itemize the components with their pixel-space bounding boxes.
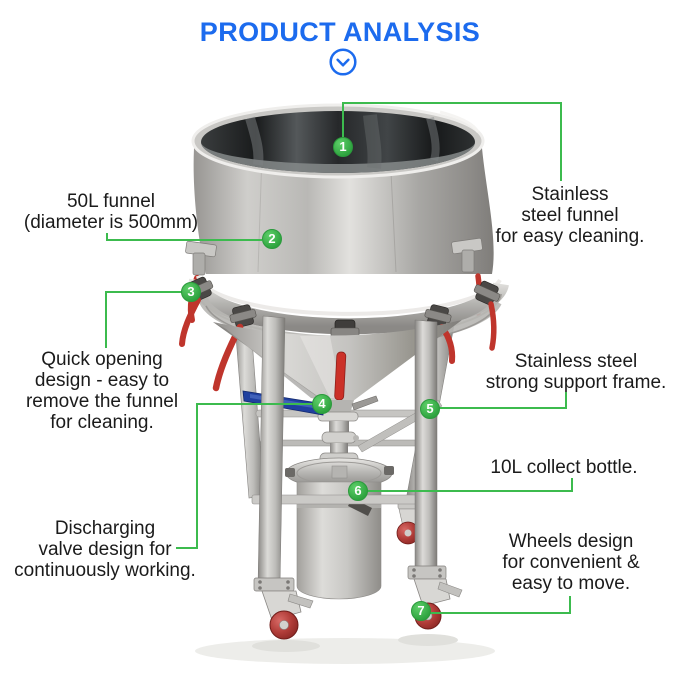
collect-bottle [285, 457, 394, 600]
front-left-caster [253, 577, 314, 640]
callout-label-5: Stainless steel strong support frame. [485, 351, 667, 393]
front-left-leg [257, 315, 286, 586]
chevron-down-circle-icon [328, 47, 358, 77]
callout-label-1: Stainless steel funnel for easy cleaning… [495, 184, 645, 247]
callout-label-3: Quick opening design - easy to remove th… [25, 349, 179, 433]
badge-3: 3 [181, 282, 201, 302]
badge-7: 7 [411, 601, 431, 621]
badge-5: 5 [420, 399, 440, 419]
callout-label-2: 50L funnel (diameter is 500mm) [23, 191, 199, 233]
badge-2: 2 [262, 229, 282, 249]
badge-4: 4 [312, 394, 332, 414]
page-title: PRODUCT ANALYSIS [199, 17, 481, 47]
front-right-leg [414, 319, 438, 579]
badge-6: 6 [348, 481, 368, 501]
callout-label-4: Discharging valve design for continuousl… [14, 518, 196, 581]
callout-label-7: Wheels design for convenient & easy to m… [502, 531, 640, 594]
badge-1: 1 [333, 137, 353, 157]
callout-label-6: 10L collect bottle. [490, 457, 638, 478]
